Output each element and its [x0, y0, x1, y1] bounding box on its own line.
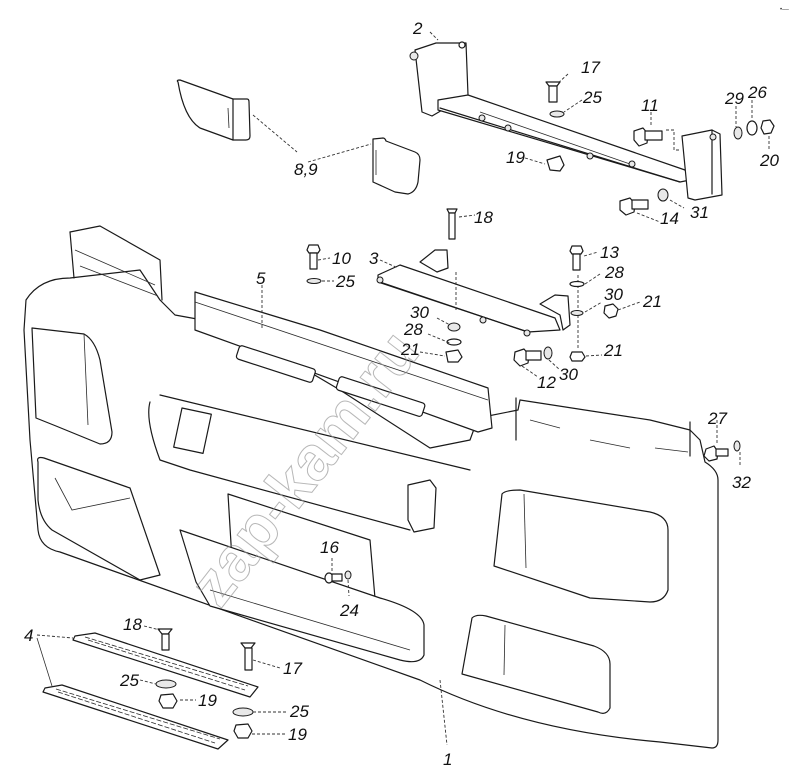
bolt-17-top	[545, 81, 561, 103]
leader-4-b	[36, 637, 53, 687]
callout-25: 25	[582, 88, 602, 107]
washer-28-left	[446, 338, 462, 346]
callout-25-bottom-left: 25	[119, 671, 139, 690]
callout-19-bottom-left: 19	[198, 691, 217, 710]
callout-labels: 2 17 25 11 29 26 20 19 8,9 18 14 31 10 2…	[24, 19, 779, 769]
bolt-16	[324, 572, 343, 584]
callout-25-bottom-right: 25	[289, 702, 309, 721]
callout-4: 4	[24, 626, 33, 645]
bolt-18-bottom	[157, 628, 173, 651]
callout-8-9: 8,9	[294, 160, 318, 179]
callout-2: 2	[412, 19, 423, 38]
callout-18: 18	[474, 208, 493, 227]
end-cap-left-part	[176, 79, 251, 141]
callout-27: 27	[707, 409, 727, 428]
callout-leaders	[139, 31, 770, 746]
washer-25-top	[549, 110, 565, 118]
washer-30-left	[447, 322, 461, 332]
callout-32: 32	[732, 473, 751, 492]
nut-21-left	[445, 349, 463, 363]
nut-19-bottom-right	[233, 723, 253, 739]
grille-strip-upper-part	[72, 632, 259, 698]
upper-bracket-beam-part	[409, 41, 723, 201]
bolt-18-mid	[446, 208, 458, 240]
callout-16: 16	[320, 538, 339, 557]
bolt-12	[513, 348, 542, 367]
callout-30-left: 30	[410, 303, 429, 322]
callout-13: 13	[600, 243, 619, 262]
callout-21-left: 21	[400, 340, 420, 359]
callout-30-bottom: 30	[559, 365, 578, 384]
callout-5: 5	[256, 269, 266, 288]
bolt-13	[569, 245, 584, 271]
callout-26: 26	[747, 83, 767, 102]
bolt-27	[703, 445, 729, 462]
grille-strip-lower-part	[42, 684, 229, 750]
callout-11: 11	[641, 96, 659, 115]
callout-28-right: 28	[604, 263, 624, 282]
callout-30-right: 30	[604, 285, 623, 304]
leader-4-a	[36, 634, 74, 639]
washer-31	[657, 188, 669, 202]
leader-24	[347, 579, 350, 597]
washer-28-right	[569, 280, 585, 288]
callout-19: 19	[506, 148, 525, 167]
callout-17-bottom: 17	[283, 659, 302, 678]
washer-26	[746, 120, 758, 136]
bolt-14	[619, 197, 649, 216]
nut-21-right	[603, 303, 619, 319]
bolt-17-bottom	[240, 642, 256, 671]
callout-14: 14	[660, 209, 679, 228]
bolt-11	[633, 127, 680, 151]
washer-25-bottom-right	[232, 707, 254, 717]
leader-8-9-b	[307, 143, 372, 163]
callout-17: 17	[581, 58, 600, 77]
end-cap-right-part	[372, 137, 421, 195]
nut-19-bottom-left	[158, 693, 178, 709]
callout-10: 10	[332, 249, 351, 268]
callout-31: 31	[690, 203, 709, 222]
callout-12: 12	[537, 373, 556, 392]
nut-19-top	[546, 155, 565, 172]
callout-25-mid: 25	[335, 272, 355, 291]
callout-21-lower-right: 21	[603, 341, 623, 360]
nut-20	[760, 119, 775, 135]
callout-1: 1	[443, 750, 452, 769]
nut-21-lower-right	[569, 351, 586, 362]
callout-19-bottom-right: 19	[288, 725, 307, 744]
bolt-10	[306, 244, 321, 270]
callout-3: 3	[369, 249, 379, 268]
callout-18-bottom: 18	[123, 615, 142, 634]
callout-24: 24	[339, 601, 359, 620]
washer-29	[733, 126, 743, 140]
callout-28-left: 28	[403, 320, 423, 339]
washer-30-bottom	[543, 346, 553, 360]
nut-24	[344, 570, 352, 580]
callout-20: 20	[759, 151, 779, 170]
mid-bracket-part	[376, 249, 579, 350]
bumper-body-part	[23, 225, 719, 749]
washer-30-right	[570, 310, 584, 316]
washer-25-mid	[306, 278, 322, 284]
callout-29: 29	[724, 89, 744, 108]
callout-21-right: 21	[642, 292, 662, 311]
leader-8-9-a	[252, 114, 298, 153]
corner-mark: •‒‒	[780, 7, 789, 13]
nut-32	[733, 440, 741, 452]
washer-25-bottom-left	[155, 679, 177, 689]
